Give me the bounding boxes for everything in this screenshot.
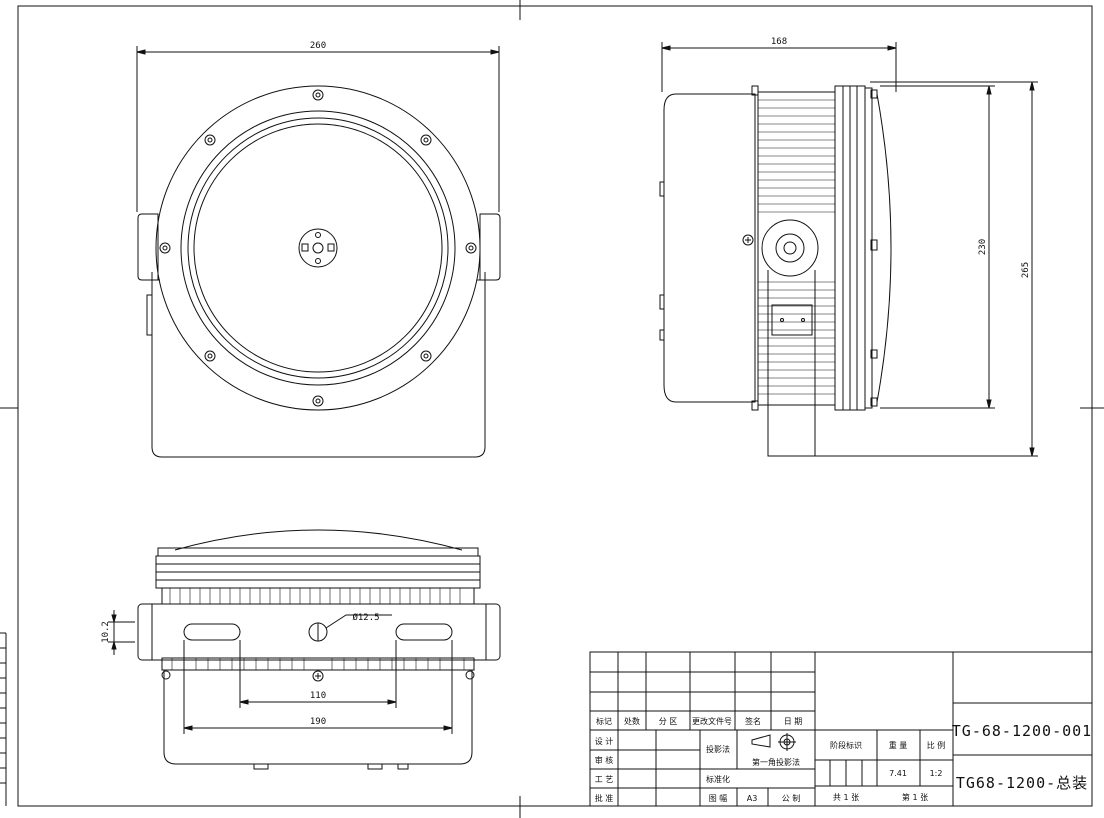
tb-stage-label: 阶段标识 [830,740,862,750]
tb-role-approve: 批 准 [595,793,614,803]
tb-standardization: 标准化 [706,774,730,784]
tb-projection-label: 投影法 [706,744,730,754]
tb-sheet-size-label: 图 幅 [709,793,728,803]
dim-10-2-text: 10.2 [101,621,111,643]
rear-housing [663,93,756,403]
led-module [298,228,338,268]
pivot-knob [761,219,819,277]
tb-sheet-size: A3 [747,794,758,803]
tb-role-process: 工 艺 [595,775,614,784]
tb-drawing-number: TG-68-1200-001 [952,722,1092,740]
side-bracket-arm [767,270,816,457]
sheet-border [17,5,1093,807]
left-margin-ticks [0,632,7,806]
tb-role-review: 审 核 [595,755,614,765]
front-bracket [151,272,486,458]
side-view [659,42,1038,457]
tb-total-sheets: 共 1 张 [833,793,859,802]
bottom-fins-top [169,588,461,604]
tb-weight-label: 重 量 [889,740,908,750]
dim-260-text: 260 [310,41,326,51]
lens-dome [876,93,892,403]
dim-168-text: 168 [771,37,787,47]
tb-header-count: 处数 [624,716,640,726]
left-slot [183,623,241,641]
dim-265-text: 265 [1021,262,1031,278]
bottom-rear-housing [163,670,473,765]
bottom-lens-dome [174,529,463,551]
tb-role-design: 设 计 [595,736,614,746]
bottom-view [108,529,501,770]
dim-dia-text: Ø12.5 [352,612,379,623]
tb-drawing-name: TG68-1200-总装 [956,774,1088,792]
tb-header-change-doc: 更改文件号 [692,716,732,726]
tb-scale-value: 1:2 [930,769,943,778]
label-plate [771,304,813,336]
dim-230-text: 230 [978,239,988,255]
tb-sheet-number: 第 1 张 [902,792,928,802]
left-pivot-hub [137,213,159,281]
tb-weight-value: 7.41 [889,769,907,778]
heatsink-fins [758,99,835,395]
tb-scale-label: 比 例 [927,740,946,750]
lens [193,123,443,373]
front-view [136,46,501,458]
tb-header-date: 日 期 [784,717,803,726]
tb-projection-method: 第一角投影法 [752,757,800,767]
tb-header-mark: 标记 [596,716,612,726]
lens-ring [187,117,449,379]
tb-header-zone: 分 区 [659,717,678,726]
right-pivot-hub [479,213,501,281]
outer-ring [155,85,481,411]
tb-header-signature: 签名 [745,716,761,726]
bottom-mount-bar [137,603,501,661]
tb-unit-label: 公 制 [782,793,801,803]
title-block [589,651,1093,807]
dim-110-text: 110 [310,691,326,701]
ring-screws [159,89,477,407]
right-slot [395,623,453,641]
heatsink [757,91,836,406]
bezel-ring [180,110,456,386]
dim-190-text: 190 [310,717,326,727]
